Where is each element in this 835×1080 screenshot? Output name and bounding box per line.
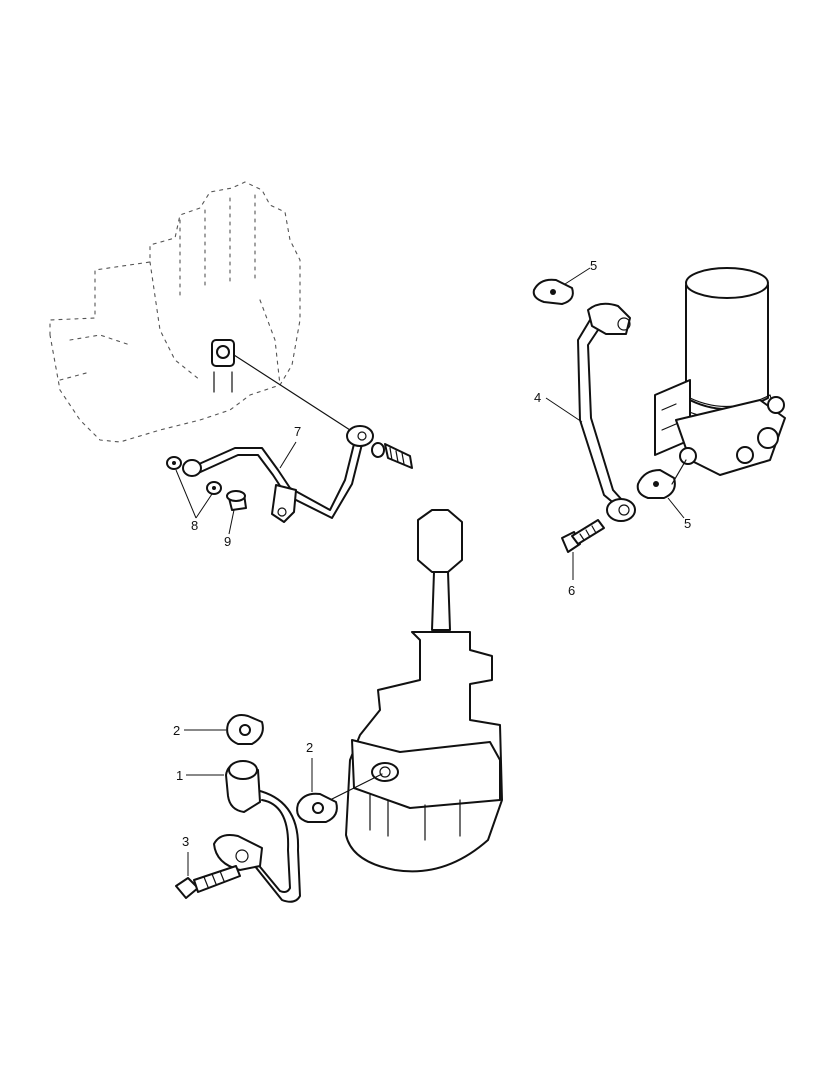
callout-5-top: 5 [564,258,597,285]
lift-pump-body [345,509,503,873]
callout-8: 8 [175,469,213,533]
svg-text:1: 1 [176,768,183,783]
gasket-5-top [532,278,574,305]
callout-9: 9 [224,509,235,549]
callout-7: 7 [279,424,301,469]
svg-text:5: 5 [684,516,691,531]
gasket-2-right [296,792,338,823]
callout-2-right: 2 [306,740,313,792]
fuel-tube-7 [166,354,413,523]
svg-text:2: 2 [173,723,180,738]
svg-text:2: 2 [306,740,313,755]
bolt-3 [175,865,241,899]
callout-5-lower: 5 [667,497,691,531]
callout-1: 1 [176,768,224,783]
gasket-5-lower [636,459,687,499]
injection-pump-ghost [49,181,301,443]
bolt-6 [561,519,605,553]
fuel-filter-assembly [654,267,786,476]
svg-text:4: 4 [534,390,541,405]
callout-6: 6 [568,552,575,598]
svg-text:7: 7 [294,424,301,439]
svg-text:5: 5 [590,258,597,273]
fuel-tube-4 [577,302,636,522]
pump-outlet-fitting [211,339,235,393]
svg-text:8: 8 [191,518,198,533]
callout-4: 4 [534,390,583,423]
callout-3: 3 [182,834,189,876]
gasket-2-upper [226,714,264,745]
svg-text:9: 9 [224,534,231,549]
fuel-tube-1 [213,760,383,903]
callout-2-upper: 2 [173,723,226,738]
svg-text:6: 6 [568,583,575,598]
svg-text:3: 3 [182,834,189,849]
